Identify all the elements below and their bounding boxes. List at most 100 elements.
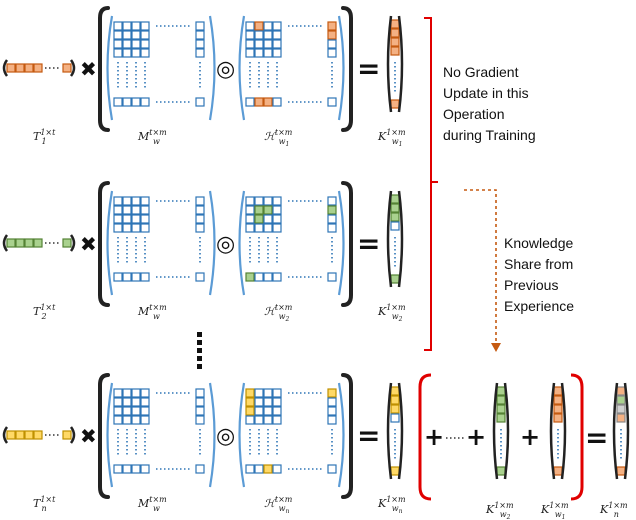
k-vector-1-paren-right bbox=[397, 15, 404, 113]
mask-2-cell bbox=[122, 196, 132, 206]
mask-2-cell bbox=[195, 214, 205, 224]
knowledge-share-line-3: Previous bbox=[504, 277, 558, 293]
h-2-cell bbox=[272, 272, 282, 282]
multiply-symbol: ✖ bbox=[80, 57, 97, 81]
mask-1-matrix bbox=[113, 21, 205, 107]
h-1-cell bbox=[272, 97, 282, 107]
h-1-cell bbox=[245, 39, 255, 49]
mask-2-cell bbox=[140, 205, 150, 215]
mask-3-cell bbox=[140, 397, 150, 407]
h-paren-left bbox=[238, 382, 246, 488]
mask-1-cell bbox=[140, 97, 150, 107]
mask-3-cell bbox=[122, 464, 132, 474]
k-vector-w2-cell bbox=[496, 404, 506, 414]
h-3-cell bbox=[245, 464, 255, 474]
mask-2-cell bbox=[131, 196, 141, 206]
input-vector-2-cell bbox=[33, 238, 43, 248]
input-vector-1-paren-right bbox=[69, 59, 76, 77]
mask-3-cell bbox=[131, 464, 141, 474]
h-2-cell bbox=[272, 223, 282, 233]
h-3-cell bbox=[254, 388, 264, 398]
input-vector-3-paren-left bbox=[2, 426, 9, 444]
h-2-cell bbox=[254, 196, 264, 206]
mask-3-cell bbox=[140, 388, 150, 398]
mask-3-cell bbox=[122, 388, 132, 398]
h-2-cell bbox=[254, 205, 264, 215]
k-vector-2-paren-left bbox=[386, 190, 393, 288]
k-vector-3-cell bbox=[390, 395, 400, 405]
k-vector-w2-cell bbox=[496, 386, 506, 396]
h-paren-right bbox=[337, 190, 345, 296]
mask-1-cell bbox=[113, 21, 123, 31]
k-vector-w1-cell bbox=[553, 413, 563, 423]
knowledge-share-line-4: Experience bbox=[504, 298, 574, 314]
k-vector-n-paren-right bbox=[623, 382, 630, 480]
mask-1-cell bbox=[113, 97, 123, 107]
k-vector-3-cell bbox=[390, 466, 400, 476]
k-vector-w1-cell bbox=[553, 466, 563, 476]
mask-3-cell bbox=[140, 464, 150, 474]
h-1-cell bbox=[263, 39, 273, 49]
k-vector-3-cell bbox=[390, 386, 400, 396]
equals-symbol: = bbox=[357, 227, 380, 260]
mask-1-cell bbox=[195, 30, 205, 40]
input-vector-2 bbox=[2, 234, 76, 252]
mask-3-matrix bbox=[113, 388, 205, 474]
input-vector-1-cell bbox=[15, 63, 25, 73]
h-1-cell bbox=[254, 97, 264, 107]
h-2-cell bbox=[272, 214, 282, 224]
mask-3-cell bbox=[113, 406, 123, 416]
mask-2-cell bbox=[113, 196, 123, 206]
input-vector-3-paren-right bbox=[69, 426, 76, 444]
big-bracket-right bbox=[341, 6, 353, 132]
input-vector-3-cell bbox=[6, 430, 16, 440]
h-paren-left bbox=[238, 190, 246, 296]
h-2-cell bbox=[263, 196, 273, 206]
k-vector-w1-paren-right bbox=[560, 382, 567, 480]
h-1-cell bbox=[327, 39, 337, 49]
h-3-cell bbox=[245, 415, 255, 425]
k-vector-2-cell bbox=[390, 221, 400, 231]
h-3-cell bbox=[327, 406, 337, 416]
h-2-cell bbox=[263, 223, 273, 233]
mask-paren-right bbox=[208, 382, 216, 488]
hadamard-symbol: ◎ bbox=[216, 57, 235, 82]
no-gradient-line-4: during Training bbox=[443, 127, 536, 143]
mask-1-cell bbox=[122, 30, 132, 40]
h-1-cell bbox=[254, 21, 264, 31]
hadamard-symbol: ◎ bbox=[216, 424, 235, 449]
mask-3-cell bbox=[140, 406, 150, 416]
h-2-cell bbox=[254, 223, 264, 233]
mask-1-cell bbox=[140, 21, 150, 31]
no-gradient-line-2: Update in this bbox=[443, 85, 529, 101]
input-vector-1-cell bbox=[6, 63, 16, 73]
equals-symbol: = bbox=[357, 419, 380, 452]
input-vector-3-cell bbox=[24, 430, 34, 440]
mask-3-cell bbox=[140, 415, 150, 425]
k-vector-3 bbox=[386, 382, 404, 480]
k-vector-2-cell bbox=[390, 212, 400, 222]
h-1-cell bbox=[327, 21, 337, 31]
knowledge-share-arrow bbox=[464, 189, 497, 345]
mask-3-cell bbox=[122, 415, 132, 425]
red-bracket-right bbox=[570, 373, 584, 501]
h-3-cell bbox=[327, 464, 337, 474]
h-1-cell bbox=[254, 30, 264, 40]
input-vector-2-paren-left bbox=[2, 234, 9, 252]
multiply-symbol: ✖ bbox=[80, 424, 97, 448]
h-1-cell bbox=[327, 48, 337, 58]
k-vector-w1-cell bbox=[553, 404, 563, 414]
k-vector-w1-paren-left bbox=[549, 382, 556, 480]
